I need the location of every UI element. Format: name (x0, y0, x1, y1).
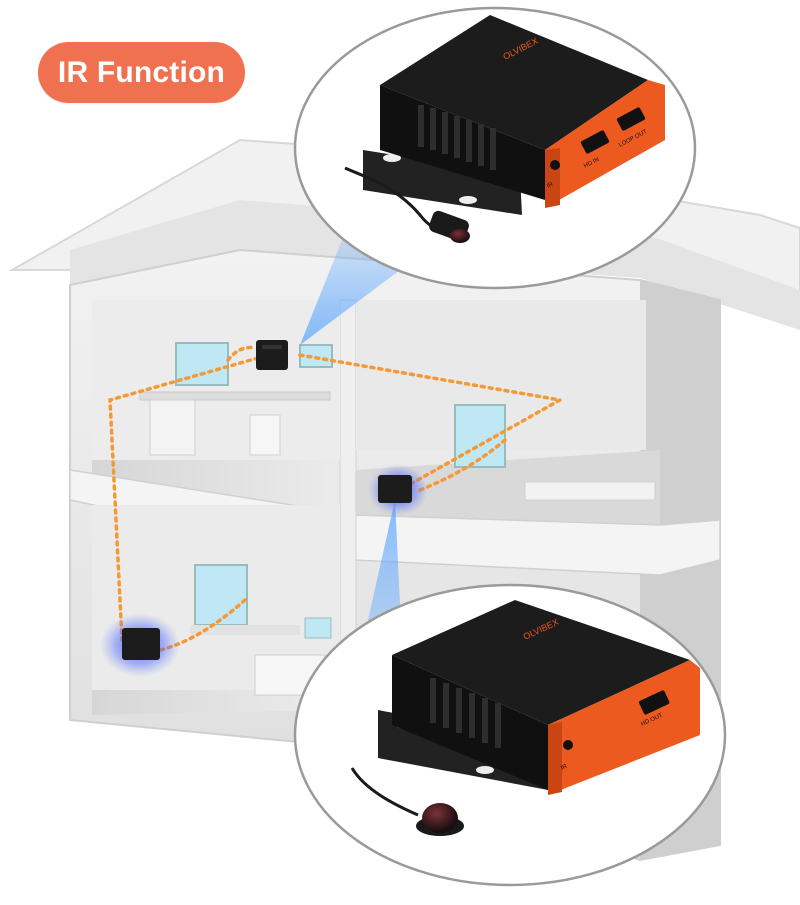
small-device-3 (122, 628, 160, 660)
zoom-circle-receiver: OLVIBEX IR HD OUT (293, 583, 727, 887)
hdmi-port-icon (580, 130, 610, 154)
ir-receiver-icon (416, 803, 464, 836)
ir-receiver-icon (429, 210, 470, 243)
small-device-2 (378, 475, 412, 503)
small-device-1 (256, 340, 288, 370)
monitor (175, 342, 229, 386)
vents (418, 105, 496, 170)
hdmi-port-icon (616, 107, 646, 131)
vents-lower (430, 678, 501, 748)
tv-screen-lower (194, 564, 248, 626)
device-body-top (380, 15, 648, 150)
badge-label: IR Function (57, 55, 226, 89)
ir-port-icon (550, 160, 560, 170)
ir-function-badge: IR Function (38, 42, 245, 103)
hdmi-port-icon (639, 690, 670, 715)
zoom-circle-transmitter: OLVIBEX IR HD IN LOOP OUT (293, 6, 697, 290)
svg-text:IR: IR (546, 181, 555, 189)
ir-port-icon (563, 740, 573, 750)
svg-text:IR: IR (560, 764, 569, 772)
